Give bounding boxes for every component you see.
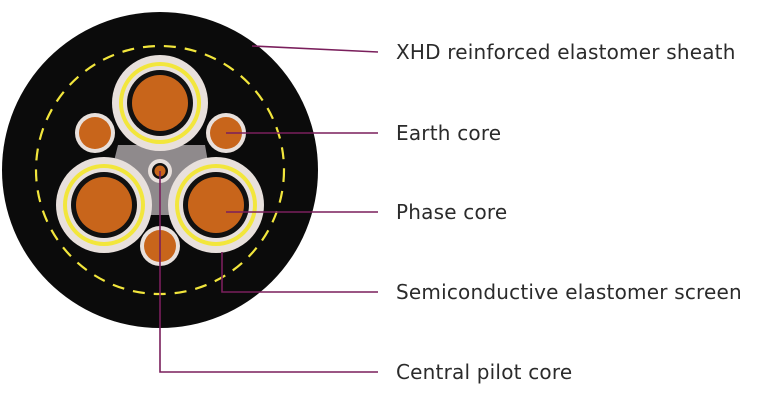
label-phase-core: Phase core — [396, 200, 507, 224]
leader-pilot — [159, 171, 378, 373]
leader-sheath — [251, 45, 379, 53]
phase-core-top — [112, 55, 208, 151]
label-screen: Semiconductive elastomer screen — [396, 280, 742, 304]
phase-core-left — [56, 157, 152, 253]
label-sheath: XHD reinforced elastomer sheath — [396, 40, 736, 64]
label-pilot-core: Central pilot core — [396, 360, 572, 384]
earth-core-left — [75, 113, 115, 153]
leader-screen — [221, 252, 378, 293]
phase-core-right — [168, 157, 264, 253]
label-earth-core: Earth core — [396, 121, 501, 145]
